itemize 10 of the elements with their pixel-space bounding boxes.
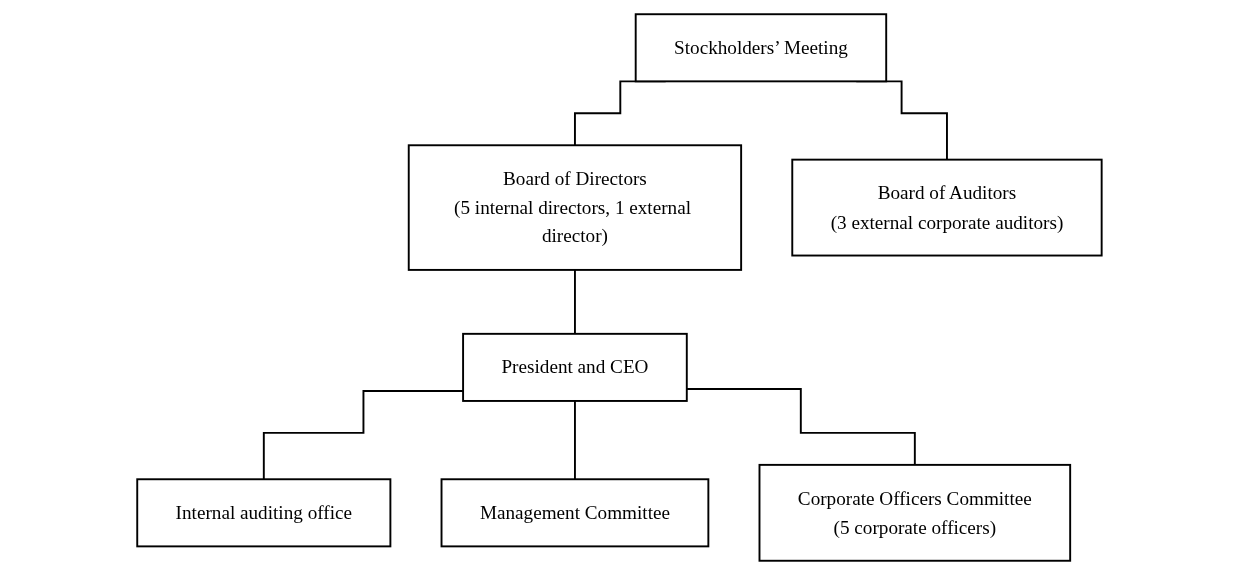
org-chart: Stockholders’ Meeting Board of Directors (5 internal directors, 1 external director) Board of Auditors (3 external corporate auditors) President and CEO Internal auditing office Management Committee Corporate Officers Committee (5 corporate officers) bbox=[126, 4, 1112, 571]
connector bbox=[573, 400, 576, 481]
node-box bbox=[135, 478, 391, 548]
connector bbox=[573, 268, 576, 335]
node-box bbox=[407, 144, 742, 271]
node-box bbox=[634, 13, 887, 83]
node-box bbox=[440, 478, 709, 548]
node-box bbox=[758, 463, 1071, 562]
node-box bbox=[461, 332, 688, 402]
node-box bbox=[790, 158, 1103, 257]
